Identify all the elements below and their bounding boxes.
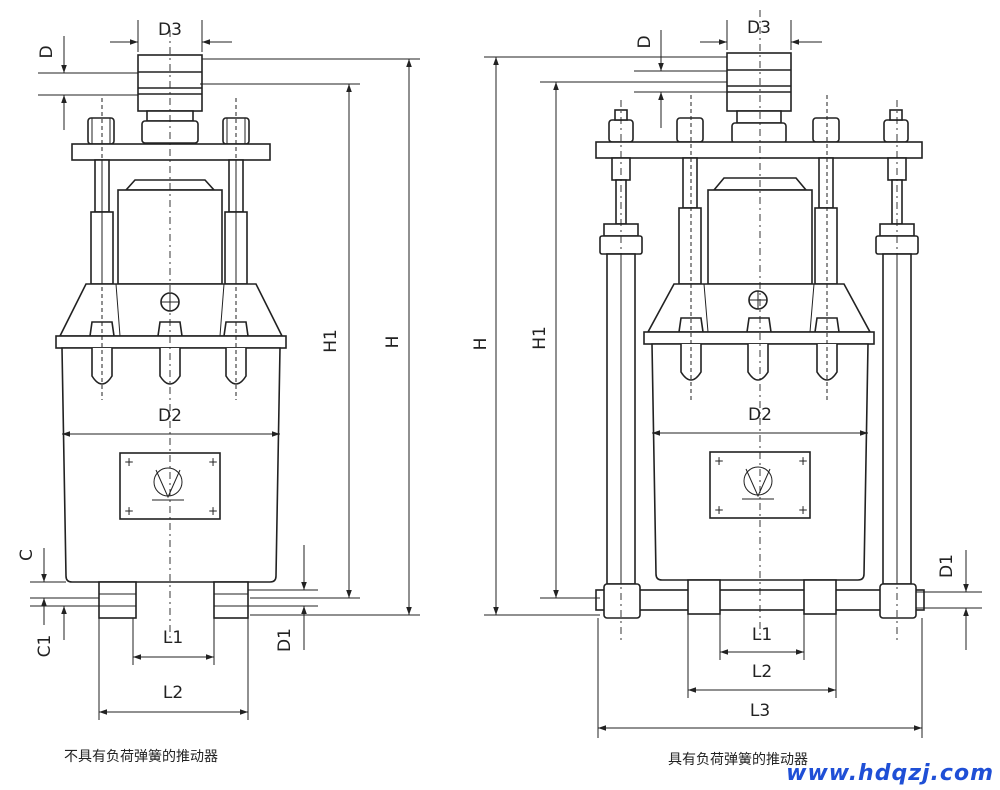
dim-h1-right: H1 (530, 326, 550, 350)
tie-rods (678, 157, 838, 285)
dim-l1-left: L1 (163, 628, 183, 648)
dim-d1-right: D1 (937, 554, 957, 578)
dim-d2-right: D2 (748, 405, 772, 425)
dim-h-right: H (471, 338, 491, 351)
top-plate (595, 141, 923, 159)
dim-l2-left: L2 (163, 683, 183, 703)
top-nut-right (222, 117, 250, 145)
top-nut-left (87, 117, 115, 145)
dim-h1-left: H1 (321, 329, 341, 353)
top-plate (71, 143, 271, 161)
watermark-text: www.hdqzj.com (786, 761, 994, 786)
flange (643, 331, 875, 345)
svg-text:+: + (798, 454, 808, 468)
dim-d-right: D (635, 35, 655, 48)
left-caption: 不具有负荷弹簧的推动器 (64, 749, 218, 765)
flange (55, 335, 287, 349)
dim-d2-left: D2 (158, 406, 182, 426)
dim-l1-right: L1 (752, 625, 772, 645)
svg-text:+: + (124, 504, 134, 518)
top-nuts (608, 109, 909, 143)
dim-l3-right: L3 (750, 701, 770, 721)
left-thruster-view: + + + + D3 D (17, 20, 420, 765)
dim-l2-right: L2 (752, 662, 772, 682)
bottom-lugs (98, 581, 249, 619)
svg-text:+: + (714, 454, 724, 468)
top-cap (726, 52, 792, 144)
flange-nuts (678, 317, 840, 333)
svg-text:+: + (714, 503, 724, 517)
svg-text:+: + (208, 455, 218, 469)
dim-d3-left: D3 (158, 20, 182, 40)
dim-h-left: H (383, 336, 403, 349)
dim-c1-left: C1 (35, 635, 55, 658)
right-thruster-view: + + + + D3 D (471, 10, 982, 768)
dim-d-left: D (37, 45, 57, 58)
right-caption: 具有负荷弹簧的推动器 (668, 752, 808, 768)
svg-text:+: + (798, 503, 808, 517)
svg-text:+: + (124, 455, 134, 469)
dim-d1-left: D1 (275, 628, 295, 652)
dim-c-left: C (17, 549, 37, 561)
svg-text:+: + (208, 504, 218, 518)
dim-d3-right: D3 (747, 18, 771, 38)
